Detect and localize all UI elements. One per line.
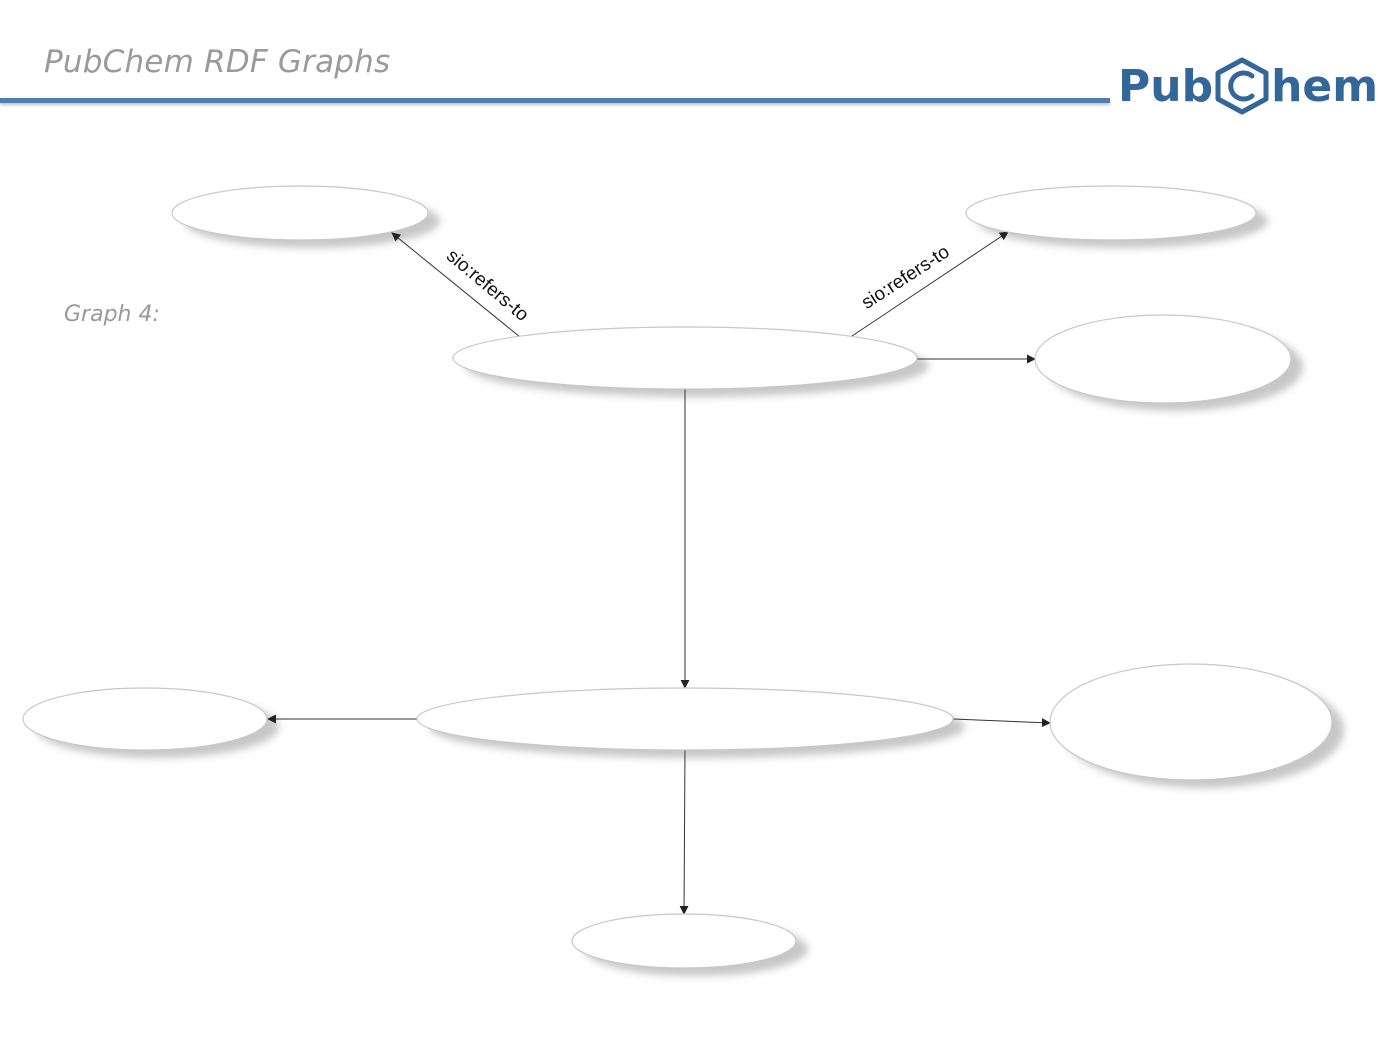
logo-text-before: Pub xyxy=(1118,60,1214,112)
pubchem-logo: Pub hem xyxy=(1118,56,1378,116)
edges-layer xyxy=(267,231,1051,915)
node-right-lower xyxy=(1049,663,1333,781)
logo-text-after: hem xyxy=(1271,60,1379,112)
nodes-layer xyxy=(22,185,1333,969)
title-divider xyxy=(0,98,1110,103)
graph-label: Graph 4: xyxy=(64,302,160,327)
edge-center-upper-to-top-left xyxy=(391,232,521,338)
node-right-upper xyxy=(1034,314,1292,404)
node-center-lower xyxy=(416,687,954,751)
hexagon-c-icon xyxy=(1215,57,1269,115)
node-shadows xyxy=(35,194,1344,976)
slide-title: PubChem RDF Graphs xyxy=(44,44,391,80)
edge-center-lower-to-right-lower xyxy=(952,718,1051,728)
node-center-upper xyxy=(452,326,918,390)
edge-center-upper-to-top-right xyxy=(851,231,1009,337)
edge-center-lower-to-bottom xyxy=(679,749,689,915)
edge-label-center-upper-to-top-left: sio:refers-to xyxy=(442,245,532,326)
node-top-right xyxy=(965,185,1257,241)
node-left-lower xyxy=(22,687,268,751)
node-bottom xyxy=(571,913,797,969)
node-top-left xyxy=(171,185,429,241)
